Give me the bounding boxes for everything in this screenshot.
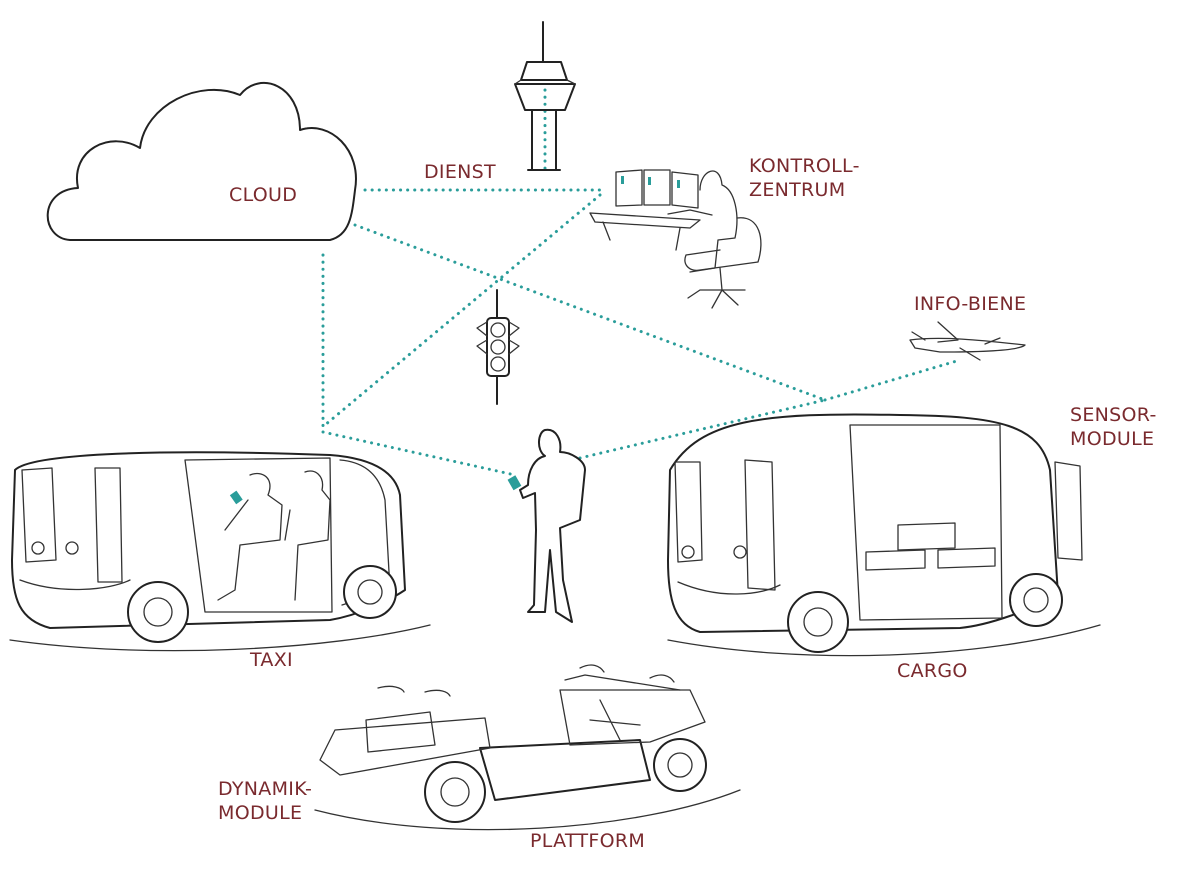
- service-label: DIENST: [424, 161, 496, 183]
- person-with-phone-icon: [507, 428, 586, 623]
- platform-chassis-illustration: [314, 664, 741, 831]
- cloud-label: CLOUD: [229, 184, 298, 206]
- info-bee-label: INFO-BIENE: [914, 293, 1027, 315]
- dynamic-module-label-line2: MODULE: [218, 802, 303, 824]
- network-connections: [321, 88, 962, 477]
- platform-label: PLATTFORM: [530, 830, 646, 852]
- cargo-vehicle-illustration: [667, 413, 1101, 657]
- control-center-label-line1: KONTROLL-: [749, 155, 860, 177]
- info-bee-drone-icon: [909, 321, 1026, 361]
- sensor-module-label-line1: SENSOR-: [1070, 404, 1157, 426]
- control-center-label-line2: ZENTRUM: [749, 179, 846, 201]
- traffic-light-icon: [476, 289, 520, 405]
- sensor-module-label-line2: MODULE: [1070, 428, 1155, 450]
- cloud-illustration: [46, 82, 357, 241]
- taxi-label: TAXI: [250, 649, 293, 671]
- link-control-taxi: [323, 193, 602, 427]
- control-tower-icon: [514, 21, 576, 171]
- taxi-vehicle-illustration: [9, 451, 431, 652]
- link-cargo-drone: [823, 358, 962, 402]
- control-center-icon: [589, 169, 762, 309]
- cargo-label: CARGO: [897, 660, 968, 682]
- link-taxi-person: [321, 430, 517, 477]
- link-person-cargo: [578, 398, 827, 460]
- link-cloud-cargo: [353, 223, 827, 402]
- dynamic-module-label-line1: DYNAMIK-: [218, 778, 313, 800]
